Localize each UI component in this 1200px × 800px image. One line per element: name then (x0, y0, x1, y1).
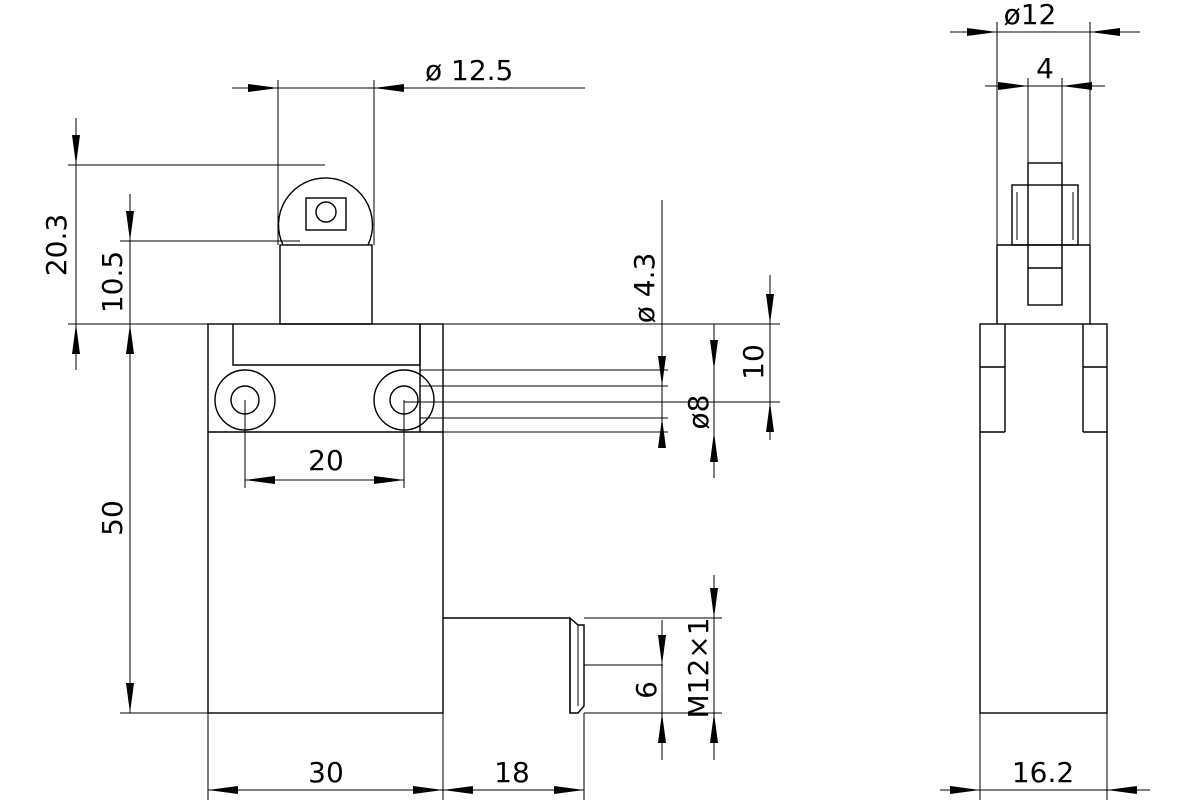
dimension-labels: ø 12.5 20.3 10.5 50 20 ø 4.3 10 ø8 30 18… (40, 0, 1074, 789)
dimension-lines (68, 22, 1150, 800)
actuator-height-label: 10.5 (96, 251, 129, 313)
side-view (979, 162, 1108, 714)
thread-size-label: M12×1 (682, 617, 715, 718)
roller-diameter-label: ø 12.5 (425, 54, 513, 87)
side-width-label: 16.2 (1012, 756, 1074, 789)
hole-diameter-label: ø 4.3 (628, 253, 661, 324)
counterbore-diameter-label: ø8 (682, 395, 715, 430)
mount-spacing-label: 20 (308, 444, 344, 477)
overall-height-label: 20.3 (40, 214, 73, 276)
body-height-label: 50 (96, 500, 129, 536)
arrowheads (72, 28, 1137, 794)
hole-offset-label: 10 (737, 344, 770, 380)
side-roller-width-label: 4 (1036, 52, 1054, 85)
conduit-length-label: 18 (494, 756, 530, 789)
front-view (207, 177, 663, 714)
body-width-label: 30 (308, 756, 344, 789)
thread-depth-label: 6 (630, 681, 663, 699)
side-roller-diameter-label: ø12 (1004, 0, 1057, 31)
